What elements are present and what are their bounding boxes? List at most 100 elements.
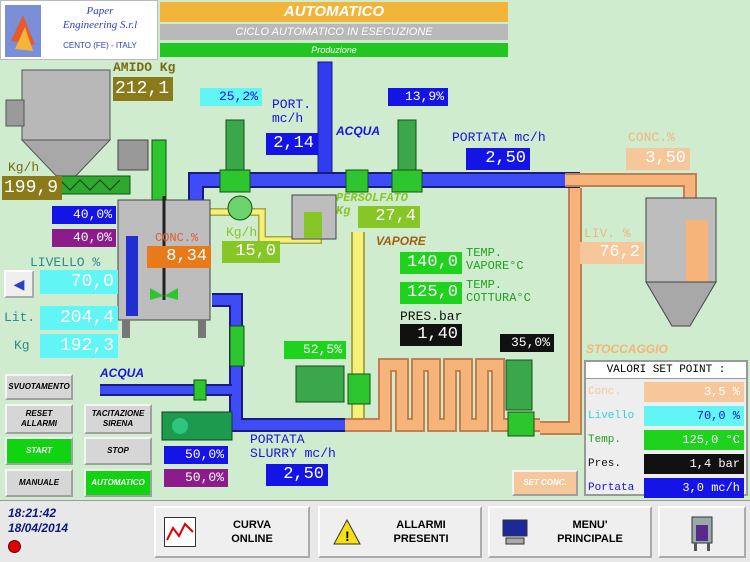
setpoint-label: Livello [588, 410, 635, 422]
company-name-line2: Engineering S.r.l [62, 19, 138, 31]
portata-label: PORTATA mc/h [452, 130, 546, 145]
setpoint-value-pres[interactable]: 1,4 bar [644, 454, 744, 474]
acqua-label-top: ACQUA [336, 124, 380, 138]
cycle-status: CICLO AUTOMATICO IN ESECUZIONE [160, 24, 508, 40]
reset-allarmi-button[interactable]: RESET ALLARMI [5, 404, 73, 434]
tank-view-button[interactable] [658, 506, 746, 558]
setpoint-value-livello[interactable]: 70,0 % [644, 406, 744, 426]
amido-label: AMIDO Kg [113, 60, 176, 75]
pres-value: 1,40 [400, 324, 462, 346]
set-conc-button[interactable]: SET CONC. [512, 470, 578, 496]
curva-online-button[interactable]: CURVA ONLINE [154, 506, 310, 558]
temp-vapore-label: TEMP. VAPORE°C [466, 246, 524, 273]
process-diagram [5, 61, 717, 441]
company-location: CENTO (FE) - ITALY [63, 41, 137, 50]
menu-principale-button[interactable]: MENU' PRINCIPALE [488, 506, 652, 558]
setpoint-label: Pres. [588, 458, 622, 470]
kgh-value: 199,9 [2, 176, 62, 200]
kg-label: Kg [14, 338, 30, 353]
setpoint-title: VALORI SET POINT : [586, 362, 746, 379]
back-button[interactable]: ◀ [4, 270, 34, 298]
company-name-line1: Paper [86, 5, 114, 17]
liv-value: 76,2 [580, 242, 644, 264]
warning-icon: ! [332, 518, 362, 546]
setpoint-number: 3,5 [703, 385, 726, 399]
setpoint-label: Portata [588, 482, 635, 494]
liv-label: LIV. % [584, 226, 631, 241]
livello-value: 70,0 [40, 270, 118, 294]
conc-label-right: CONC.% [628, 130, 675, 145]
setpoint-row-conc: Conc. 3,5 % [586, 381, 746, 403]
lit-label: Lit. [4, 310, 36, 325]
livello-label: LIVELLO % [30, 255, 101, 270]
temp-vapore-value: 140,0 [400, 252, 462, 274]
pres-label: PRES.bar [400, 309, 463, 324]
setpoint-value-portata[interactable]: 3,0 mc/h [644, 478, 744, 498]
allarmi-presenti-label: ALLARMI PRESENTI [393, 519, 449, 545]
setpoint-label: Temp. [588, 434, 622, 446]
company-logo-icon [5, 5, 41, 57]
port-value: 2,14 [266, 133, 318, 155]
stoccaggio-label: STOCCAGGIO [586, 342, 668, 356]
svuotamento-button[interactable]: SVUOTAMENTO [5, 374, 73, 400]
conc-label-tank: CONC.% [155, 231, 199, 245]
stop-button[interactable]: STOP [84, 437, 152, 465]
setpoint-unit: mc/h [711, 481, 740, 495]
automatico-button[interactable]: AUTOMATICO [84, 469, 152, 497]
temp-cottura-label: TEMP. COTTURA°C [466, 278, 531, 305]
alarm-lamp-icon [8, 540, 21, 553]
tank-icon [687, 511, 717, 553]
persolfato-label: PERSOLFATO Kg [336, 191, 409, 218]
pump-speed-1: 50,0% [164, 446, 228, 464]
setpoint-number: 70,0 [696, 409, 726, 423]
setpoint-number: 125,0 [682, 433, 719, 447]
setpoint-value-conc[interactable]: 3,5 % [644, 382, 744, 402]
manuale-button[interactable]: MANUALE [5, 469, 73, 497]
pump-speed-2: 50,0% [164, 469, 228, 487]
conc-value-right: 3,50 [626, 148, 690, 170]
setpoint-value-temp[interactable]: 125,0 °C [644, 430, 744, 450]
start-button[interactable]: START [5, 437, 73, 465]
setpoint-row-livello: Livello 70,0 % [586, 405, 746, 427]
svg-text:!: ! [345, 528, 350, 544]
back-arrow-icon: ◀ [13, 275, 25, 292]
setpoint-unit: % [732, 385, 740, 399]
setpoint-unit: % [732, 409, 740, 423]
mixer-speed-1: 40,0% [52, 206, 116, 224]
setpoint-panel: VALORI SET POINT : Conc. 3,5 % Livello 7… [584, 360, 748, 499]
menu-principale-label: MENU' PRINCIPALE [557, 519, 623, 545]
portata-value: 2,50 [466, 148, 530, 170]
valve-pct-steam: 35,0% [500, 334, 554, 352]
lit-value: 204,4 [40, 306, 118, 330]
amido-value: 212,1 [113, 77, 173, 101]
vapore-label: VAPORE [376, 234, 426, 248]
setpoint-row-portata: Portata 3,0 mc/h [586, 477, 746, 499]
acqua-label-bottom: ACQUA [100, 366, 144, 380]
setpoint-unit: bar [718, 457, 740, 471]
clock-time: 18:21:42 [8, 506, 57, 520]
setpoint-label: Conc. [588, 386, 622, 398]
kg-value: 192,3 [40, 334, 118, 358]
valve-pct-right: 13,9% [388, 88, 448, 106]
kgh-label: Kg/h [8, 160, 40, 175]
phase-status: Produzione [160, 43, 508, 57]
temp-cottura-value: 125,0 [400, 282, 462, 304]
company-logo-panel: Paper Engineering S.r.l CENTO (FE) - ITA… [0, 0, 158, 60]
setpoint-unit: °C [725, 433, 740, 447]
kgh2-label: Kg/h [226, 225, 258, 240]
mode-title: AUTOMATICO [160, 2, 508, 22]
conc-value-tank: 8,34 [147, 246, 211, 268]
setpoint-row-temp: Temp. 125,0 °C [586, 429, 746, 451]
setpoint-number: 3,0 [682, 481, 704, 495]
setpoint-row-pres: Pres. 1,4 bar [586, 453, 746, 475]
valve-pct-mid: 52,5% [284, 341, 346, 359]
curva-online-label: CURVA ONLINE [231, 519, 273, 545]
slurry-value: 2,50 [266, 464, 328, 486]
allarmi-presenti-button[interactable]: ! ALLARMI PRESENTI [318, 506, 482, 558]
mixer-speed-2: 40,0% [52, 229, 116, 247]
tacitazione-sirena-button[interactable]: TACITAZIONE SIRENA [84, 404, 152, 434]
slurry-label: PORTATA SLURRY mc/h [250, 432, 336, 461]
trend-chart-icon [164, 517, 196, 547]
setpoint-number: 1,4 [689, 457, 712, 471]
persolfato-value: 27,4 [358, 206, 420, 228]
